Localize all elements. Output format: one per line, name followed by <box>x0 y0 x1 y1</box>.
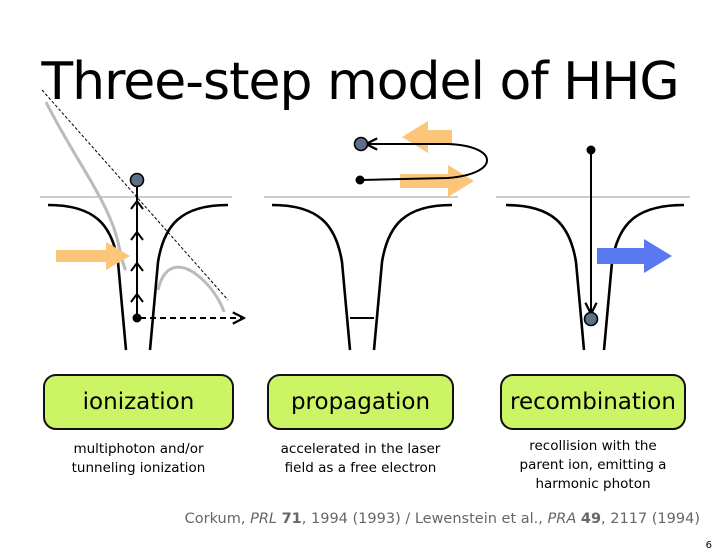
ladder-chevrons <box>130 199 144 303</box>
electron <box>583 311 599 327</box>
ionization-box: ionization <box>43 374 234 430</box>
coulomb-potential-well <box>505 203 685 351</box>
propagation-panel <box>264 121 488 351</box>
electron <box>353 136 369 152</box>
recombination-description: recollision with the parent ion, emittin… <box>519 438 667 492</box>
harmonic-photon-arrow <box>597 239 672 273</box>
electron <box>129 172 145 188</box>
start-point <box>586 145 596 155</box>
ionization-description: multiphoton and/or tunneling ionization <box>71 441 206 476</box>
laser-arrow-right <box>400 165 474 197</box>
slide-title: Three-step model of HHG <box>41 52 679 112</box>
laser-arrow <box>56 242 130 270</box>
electron-trajectory <box>360 144 488 181</box>
citation: Corkum, PRL 71, 1994 (1993) / Lewenstein… <box>184 511 700 527</box>
recombination-box: recombination <box>500 374 686 430</box>
page-number: 6 <box>705 540 712 551</box>
propagation-description: accelerated in the laser field as a free… <box>280 441 441 476</box>
recombination-panel <box>496 145 690 351</box>
start-point <box>355 175 365 185</box>
laser-field-line <box>41 89 229 301</box>
tilted-potential-curve <box>44 101 128 272</box>
propagation-box: propagation <box>267 374 454 430</box>
coulomb-potential-well <box>271 203 453 351</box>
laser-arrow-left <box>402 121 452 153</box>
ground-state-dot <box>132 313 142 323</box>
ionization-panel <box>40 89 244 351</box>
tilted-potential-curve-right <box>156 265 226 313</box>
